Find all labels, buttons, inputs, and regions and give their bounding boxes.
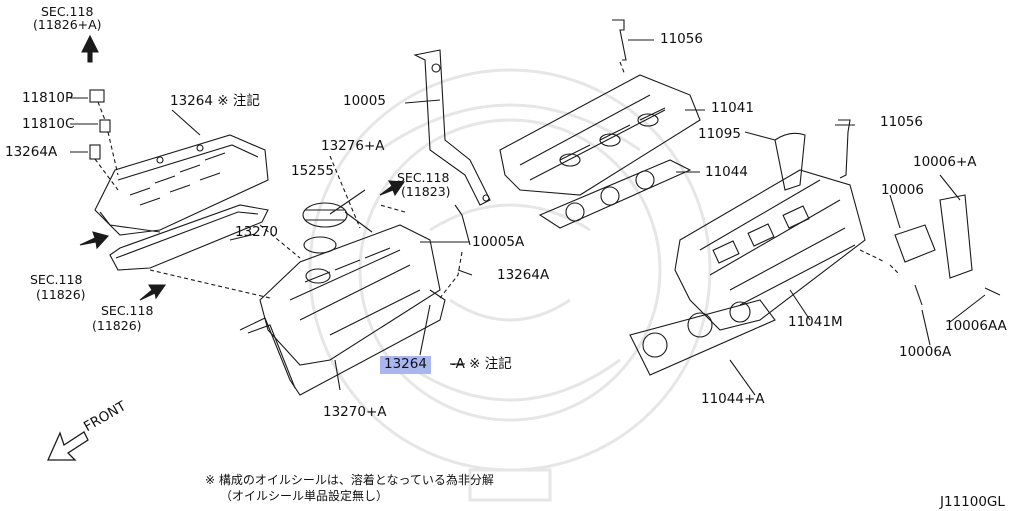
bolt-10006AA xyxy=(984,287,1001,296)
label-11095: 11095 xyxy=(698,126,741,142)
line-art xyxy=(70,19,1001,396)
label-13270A: 13270+A xyxy=(323,404,387,420)
label-13276A: 13276+A xyxy=(321,138,385,154)
sec-arrow-left2 xyxy=(139,284,167,301)
bracket-10006A xyxy=(939,194,973,279)
gasket-11044A xyxy=(629,299,776,376)
label-10006AA: 10006AA xyxy=(945,318,1007,334)
label-13264A-left: 13264A xyxy=(5,144,58,160)
label-sec118-d-line1: SEC.118 xyxy=(397,170,450,185)
label-11044A: 11044+A xyxy=(701,391,765,407)
label-13264-highlighted[interactable]: 13264 xyxy=(380,356,431,374)
sec-arrow-up xyxy=(81,34,99,63)
label-sec118-a-line1: SEC.118 xyxy=(41,4,94,19)
left-gasket-inner xyxy=(115,211,259,259)
diagram-code: J11100GL xyxy=(940,494,1005,510)
label-11810P: 11810P xyxy=(22,90,74,106)
label-sec118-b-line1: SEC.118 xyxy=(30,272,83,287)
label-11056-top: 11056 xyxy=(660,31,703,47)
label-11810C: 11810C xyxy=(22,116,75,132)
watermark-crest xyxy=(308,68,712,502)
sec-arrow-mid xyxy=(379,180,406,197)
label-sec118-c-line1: SEC.118 xyxy=(101,303,154,318)
oil-cap xyxy=(302,202,348,228)
label-13270: 13270 xyxy=(235,224,278,240)
bolt-11056-right xyxy=(838,119,851,179)
left-gasket xyxy=(109,204,269,271)
label-13264-note: 13264 ※ 注記 xyxy=(170,93,260,109)
label-13264-suffix: -A ※ 注記 xyxy=(451,356,512,372)
pin-11095 xyxy=(774,132,806,191)
bolt-10006A xyxy=(914,284,923,306)
bolt-13264A-mid xyxy=(439,251,463,299)
sec-arrow-left1 xyxy=(79,231,110,250)
cap-seal xyxy=(303,236,337,254)
left-valve-cover xyxy=(94,134,269,236)
label-sec118-d-line2: (11823) xyxy=(401,184,451,199)
cylinder-head-11041M xyxy=(674,169,866,331)
bracket-10006 xyxy=(894,224,936,263)
label-11041: 11041 xyxy=(711,100,754,116)
center-valve-cover xyxy=(259,224,441,366)
label-sec118-a-line2: (11826+A) xyxy=(33,17,102,32)
label-10006A-top: 10006+A xyxy=(913,154,977,170)
label-10005A: 10005A xyxy=(472,234,525,250)
label-11041M: 11041M xyxy=(788,314,843,330)
small-parts-left xyxy=(89,89,119,191)
center-gasket xyxy=(239,289,446,396)
center-gasket-inner xyxy=(247,324,296,389)
bolt-11056-top xyxy=(612,19,627,61)
label-10006A: 10006A xyxy=(899,344,952,360)
front-arrow xyxy=(46,431,89,461)
bracket-10005 xyxy=(413,49,491,206)
label-11056-right: 11056 xyxy=(880,114,923,130)
footnote-line1: ※ 構成のオイルシールは、溶着となっている為非分解 xyxy=(205,473,494,487)
label-10005: 10005 xyxy=(343,93,386,109)
label-15255: 15255 xyxy=(291,163,334,179)
label-10006: 10006 xyxy=(881,182,924,198)
label-11044: 11044 xyxy=(705,164,748,180)
label-sec118-c-line2: (11826) xyxy=(92,318,142,333)
cylinder-head-11041 xyxy=(499,74,701,196)
label-sec118-b-line2: (11826) xyxy=(36,287,86,302)
bolt-10005A xyxy=(454,204,471,246)
label-13264A-mid: 13264A xyxy=(497,267,550,283)
gasket-11044 xyxy=(538,159,692,229)
footnote-line2: （オイルシール単品設定無し） xyxy=(220,489,389,503)
